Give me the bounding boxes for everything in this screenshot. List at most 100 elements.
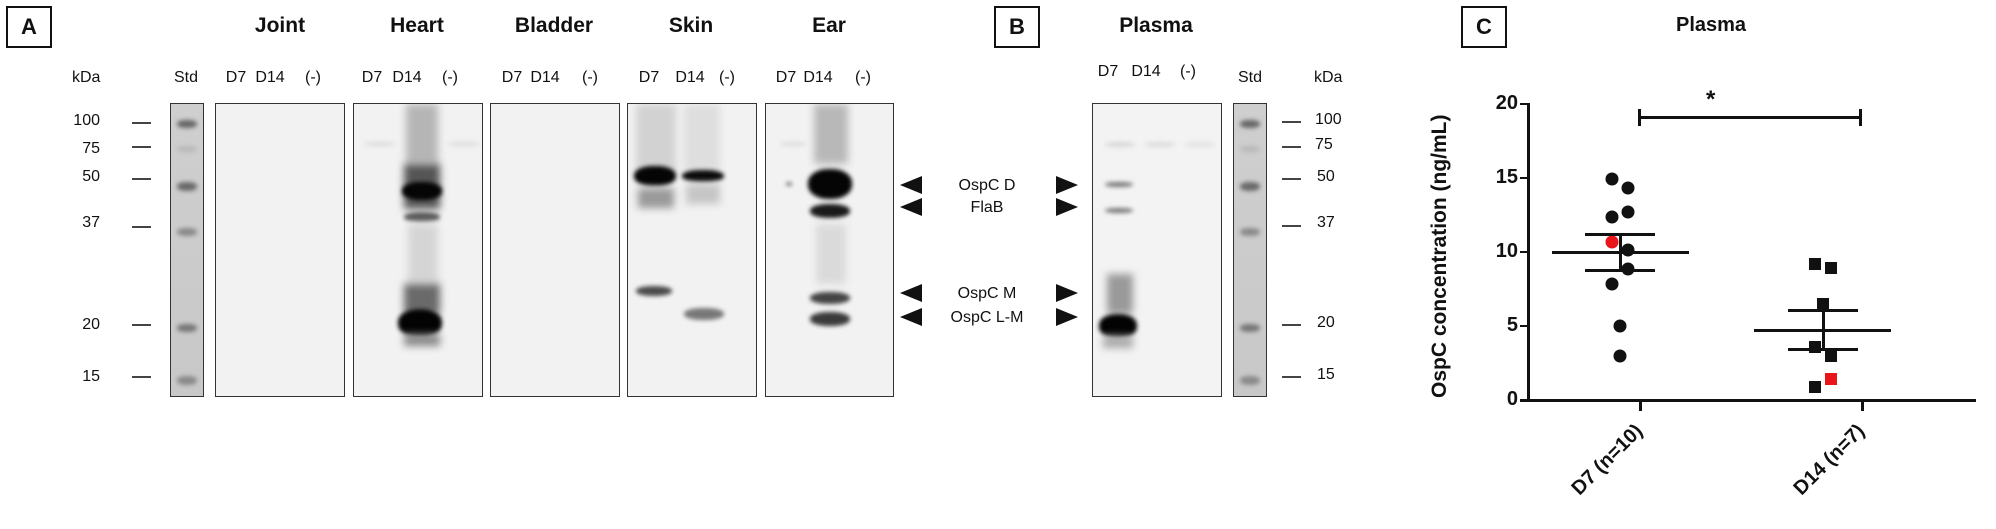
data-point [1605, 210, 1619, 224]
lane-label: (-) [582, 69, 598, 86]
data-point [1825, 350, 1837, 362]
lane-label: D7 [225, 69, 247, 86]
lane-label: D14 [675, 69, 705, 86]
std-label: Std [173, 69, 198, 86]
data-point [1809, 381, 1821, 393]
std-label: Std [1237, 69, 1262, 86]
mw-marker: 15 [1317, 366, 1335, 383]
panel-label-a: A [6, 6, 52, 48]
mw-tick [1282, 178, 1301, 180]
data-point-highlighted [1605, 235, 1619, 249]
panel-label-b: B [994, 6, 1040, 48]
arrow-left-icon [900, 198, 922, 216]
x-tick-label: D7 (n=10) [1567, 420, 1648, 500]
panel-label-c: C [1461, 6, 1507, 48]
tissue-title-heart: Heart [390, 14, 444, 37]
data-point-highlighted [1825, 373, 1837, 385]
std-ladder-lane-a [170, 103, 204, 397]
ladder-band [177, 324, 197, 332]
mw-tick [132, 226, 151, 228]
bracket-end [1859, 109, 1862, 126]
mw-tick [1282, 146, 1301, 148]
mw-tick [1282, 121, 1301, 123]
data-point [1613, 319, 1627, 333]
arrow-right-icon [1056, 198, 1078, 216]
mw-tick [132, 178, 151, 180]
ladder-band [177, 146, 197, 152]
data-point [1621, 205, 1635, 219]
ladder-band [177, 228, 197, 236]
data-point [1825, 262, 1837, 274]
y-tick-label: 5 [1506, 314, 1518, 336]
y-tick [1520, 399, 1528, 401]
mw-marker: 50 [82, 168, 100, 185]
mw-marker: 37 [1317, 214, 1335, 231]
x-tick [1861, 401, 1864, 411]
arrow-left-icon [900, 308, 922, 326]
tissue-title-bladder: Bladder [514, 14, 594, 37]
std-ladder-lane-b [1233, 103, 1267, 397]
y-axis-label: OspC concentration (ng/mL) [1428, 114, 1451, 399]
mw-marker: 100 [1315, 111, 1342, 128]
ladder-band [177, 120, 197, 128]
kda-label: kDa [72, 69, 101, 86]
lane-label: D14 [803, 69, 833, 86]
ladder-band [1240, 324, 1260, 332]
arrow-left-icon [900, 284, 922, 302]
y-tick [1520, 251, 1528, 253]
tissue-title-skin: Skin [668, 14, 714, 37]
y-tick-label: 15 [1495, 166, 1518, 188]
lane-label: (-) [719, 69, 735, 86]
blot-plasma [1092, 103, 1222, 397]
band-label-flab: FlaB [970, 199, 1004, 216]
lane-label: D7 [501, 69, 523, 86]
x-tick [1639, 401, 1642, 411]
band-label-ospc-d: OspC D [958, 177, 1016, 194]
lane-label: (-) [442, 69, 458, 86]
sem-lower-line [1585, 269, 1655, 272]
lane-label: D14 [530, 69, 560, 86]
ladder-band [1240, 228, 1260, 236]
mw-tick [1282, 324, 1301, 326]
sem-bar [1619, 234, 1622, 270]
data-point [1809, 341, 1821, 353]
blot-joint [215, 103, 345, 397]
x-axis-line [1520, 399, 1976, 402]
tissue-title-plasma: Plasma [1119, 14, 1193, 37]
arrow-left-icon [900, 176, 922, 194]
lane-label: D7 [775, 69, 797, 86]
kda-label: kDa [1314, 69, 1343, 86]
y-tick [1520, 103, 1528, 105]
arrow-right-icon [1056, 284, 1078, 302]
lane-label: D14 [392, 69, 422, 86]
mw-marker: 50 [1317, 168, 1335, 185]
mw-marker: 75 [82, 140, 100, 157]
x-tick-label: D14 (n=7) [1789, 420, 1870, 500]
ladder-band [1240, 120, 1260, 128]
lane-label: (-) [305, 69, 321, 86]
mw-marker: 75 [1315, 136, 1333, 153]
mw-tick [1282, 376, 1301, 378]
ladder-band [1240, 182, 1260, 191]
tissue-title-ear: Ear [812, 14, 846, 37]
band-label-ospc-l-m: OspC L-M [950, 309, 1024, 326]
mw-tick [132, 122, 151, 124]
data-point [1621, 243, 1635, 257]
tissue-title-joint: Joint [254, 14, 306, 37]
y-tick-label: 0 [1506, 388, 1518, 410]
mw-marker: 15 [82, 368, 100, 385]
data-point [1621, 181, 1635, 195]
data-point [1613, 349, 1627, 363]
lane-label: (-) [1180, 63, 1196, 80]
blot-heart [353, 103, 483, 397]
lane-label: D7 [361, 69, 383, 86]
ladder-band [177, 182, 197, 191]
bracket-line [1639, 116, 1861, 119]
ladder-band [177, 376, 197, 385]
mw-tick [132, 324, 151, 326]
arrow-right-icon [1056, 176, 1078, 194]
y-tick-label: 10 [1495, 240, 1518, 262]
y-axis-line [1527, 103, 1530, 402]
lane-label: (-) [855, 69, 871, 86]
mw-marker: 100 [73, 112, 100, 129]
